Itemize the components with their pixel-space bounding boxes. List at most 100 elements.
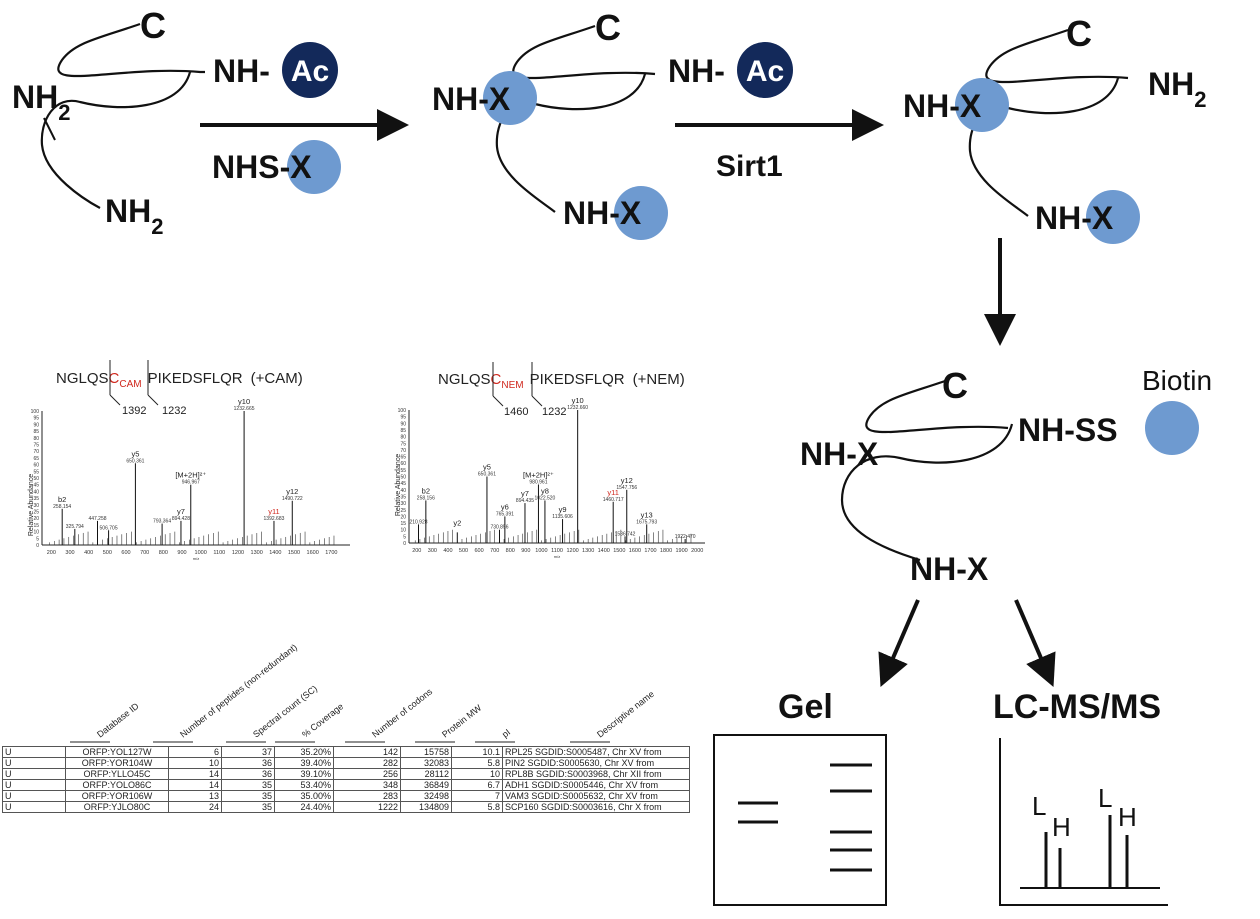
x-tick-label: 900 [177, 550, 186, 556]
peak-ion-label: [M+2H]²⁺ [175, 471, 206, 480]
peak-ion-label: [M+2H]²⁺ [523, 470, 554, 479]
table-cell: U [2, 746, 66, 758]
x-tick-label: 600 [475, 548, 484, 554]
x-tick-label: 1200 [566, 548, 578, 554]
table-cell: 14 [168, 768, 222, 780]
protein-2: NH-X C NH- Ac NH-X [432, 7, 793, 240]
x-tick-label: 1600 [307, 550, 319, 556]
table-cell: 6.7 [451, 779, 503, 791]
x-tick-label: 1800 [660, 548, 672, 554]
spectrum-nem-plot: 1009590858075706560555045403530252015105… [398, 396, 705, 559]
nhs-x-label: NHS-X [212, 149, 312, 185]
biotin-circle [1145, 401, 1199, 455]
table-cell: U [2, 757, 66, 769]
table-cell: 1222 [333, 801, 401, 813]
peak-mz-label: 1135.606 [552, 514, 573, 520]
peak-mz-label: 1490.722 [282, 496, 303, 502]
peak-mz-label: 1536.742 [615, 531, 636, 537]
peak-mz-label: 258.156 [417, 495, 435, 501]
x-tick-label: 1100 [213, 550, 225, 556]
frag1-label: 1460 [504, 406, 528, 418]
table-cell: 36 [221, 757, 275, 769]
peak-mz-label: 1547.756 [616, 485, 637, 491]
peak-ion-label: b2 [422, 486, 430, 495]
peak-mz-label: 980.961 [529, 479, 547, 485]
x-tick-label: 800 [159, 550, 168, 556]
peak-mz-label: 1232.660 [567, 405, 588, 411]
peak-mz-label: 894.435 [516, 498, 534, 504]
x-tick-label: 500 [103, 550, 112, 556]
gel-label: Gel [778, 688, 833, 726]
peak-ion-label: y7 [521, 489, 529, 498]
peak-mz-label: 1675.793 [636, 519, 657, 525]
x-tick-label: 1500 [613, 548, 625, 554]
x-tick-label: 1000 [195, 550, 207, 556]
table-cell: 32498 [400, 790, 452, 802]
gel-panel: Gel [713, 688, 887, 906]
y-tick-label: 25 [33, 510, 39, 516]
frag2-label: 1232 [542, 406, 566, 418]
heavy-label: H [1118, 802, 1137, 832]
x-tick-label: 1900 [676, 548, 688, 554]
acetyl-label-1: Ac [291, 55, 329, 88]
y-tick-label: 85 [400, 428, 406, 434]
y-tick-label: 65 [33, 456, 39, 462]
peak-ion-label: y11 [607, 488, 619, 497]
table-header: pI [500, 727, 512, 740]
y-tick-label: 80 [400, 435, 406, 441]
table-cell: U [2, 779, 66, 791]
y-tick-label: 45 [33, 483, 39, 489]
peak-ion-label: y13 [641, 510, 653, 519]
y-tick-label: 80 [33, 436, 39, 442]
table-cell: PIN2 SGDID:S0005630, Chr XV from [502, 757, 690, 769]
x-tick-label: 1400 [598, 548, 610, 554]
y-tick-label: 100 [398, 408, 407, 414]
protein-2-acetyl-amine: NH- [668, 53, 725, 89]
protein-3-c-terminus: C [1066, 13, 1092, 54]
x-tick-label: 1200 [232, 550, 244, 556]
protein-3-free-amine: NH2 [1148, 66, 1206, 112]
peak-mz-label: 650.361 [126, 458, 144, 464]
peak-mz-label: 765.391 [496, 511, 514, 517]
frag2-label: 1232 [162, 405, 186, 417]
table-cell: ORFP:YOR106W [65, 790, 169, 802]
peak-ion-label: y7 [177, 507, 185, 516]
peak-ion-label: y10 [238, 397, 250, 406]
table-cell: 37 [221, 746, 275, 758]
gel-box [713, 734, 887, 906]
x-tick-label: 1600 [629, 548, 641, 554]
table-cell: 28112 [400, 768, 452, 780]
x-tick-label: 200 [47, 550, 56, 556]
protein-4-c-terminus: C [942, 365, 968, 406]
table-cell: 6 [168, 746, 222, 758]
table-cell: 39.40% [274, 757, 334, 769]
peak-ion-label: y6 [501, 502, 509, 511]
x-unit-label: m/z [193, 556, 199, 561]
y-tick-label: 55 [33, 469, 39, 475]
table-cell: 5.8 [451, 801, 503, 813]
x-tick-label: 300 [428, 548, 437, 554]
table-cell: 36849 [400, 779, 452, 791]
peak-mz-label: 1922.470 [675, 534, 696, 540]
x-tick-label: 1100 [551, 548, 563, 554]
y-tick-label: 70 [400, 448, 406, 454]
protein-2-amine-top: NH-X [432, 81, 511, 117]
y-tick-label: 50 [400, 475, 406, 481]
y-tick-label: 5 [36, 536, 39, 542]
y-tick-label: 40 [33, 489, 39, 495]
table-cell: 283 [333, 790, 401, 802]
table-cell: 35.00% [274, 790, 334, 802]
x-tick-label: 1300 [582, 548, 594, 554]
x-tick-label: 800 [506, 548, 515, 554]
table-cell: ORFP:YOR104W [65, 757, 169, 769]
y-tick-label: 90 [400, 421, 406, 427]
x-tick-label: 1700 [644, 548, 656, 554]
peak-mz-label: 1460.717 [603, 497, 624, 503]
